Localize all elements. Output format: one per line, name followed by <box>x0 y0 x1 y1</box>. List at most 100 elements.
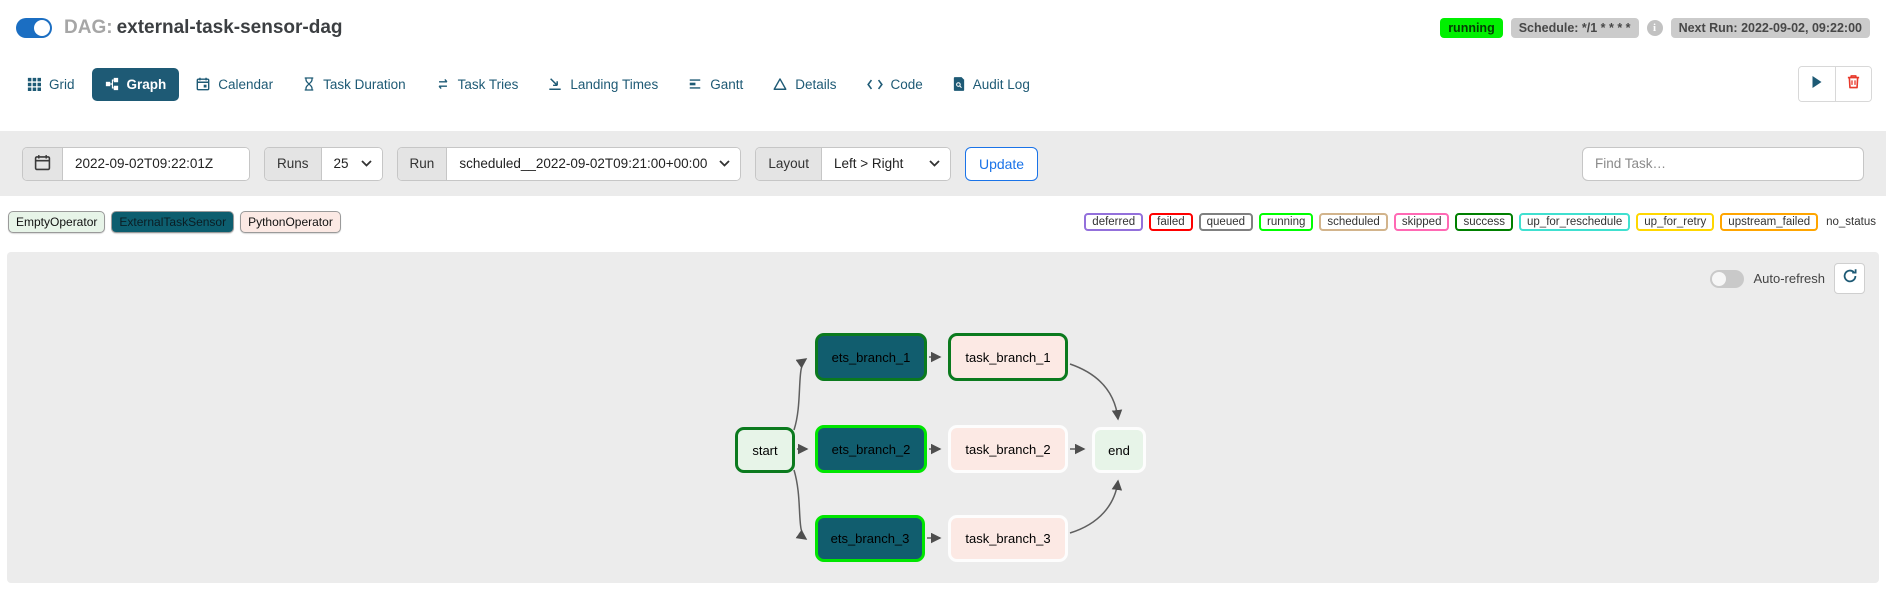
retry-icon <box>436 77 450 91</box>
delete-dag-button[interactable] <box>1835 67 1871 101</box>
tab-details[interactable]: Details <box>760 68 849 101</box>
state-legend: deferred failed queued running scheduled… <box>1084 213 1878 231</box>
tab-gantt[interactable]: Gantt <box>675 68 756 101</box>
state-chip-queued[interactable]: queued <box>1198 213 1254 231</box>
task-node-ets-branch-1[interactable]: ets_branch_1 <box>815 333 927 381</box>
dag-edges <box>793 351 1123 544</box>
view-tabbar: Grid Graph Calendar Task Duration Task T… <box>0 56 1886 112</box>
hourglass-icon <box>303 77 315 91</box>
auto-refresh-controls: Auto-refresh <box>1710 263 1865 294</box>
code-icon <box>866 78 883 91</box>
tab-task-duration[interactable]: Task Duration <box>290 68 419 101</box>
page-title: DAG:external-task-sensor-dag <box>64 17 343 39</box>
legend-row: EmptyOperator ExternalTaskSensor PythonO… <box>0 205 1886 239</box>
refresh-icon <box>1842 268 1858 289</box>
tab-label: Audit Log <box>972 76 1030 92</box>
tab-label: Grid <box>49 76 75 92</box>
edge-start-ets3 <box>793 469 808 540</box>
operator-chip-pythonoperator: PythonOperator <box>240 211 341 233</box>
dag-title-prefix: DAG: <box>64 17 113 38</box>
state-chip-scheduled[interactable]: scheduled <box>1319 213 1388 231</box>
state-chip-failed[interactable]: failed <box>1149 213 1193 231</box>
runs-group: Runs 25 <box>264 146 383 181</box>
tab-label: Details <box>795 76 837 92</box>
state-chip-upstream-failed[interactable]: upstream_failed <box>1720 213 1819 231</box>
tab-landing-times[interactable]: Landing Times <box>535 68 671 101</box>
edge-start-ets1 <box>793 358 808 431</box>
refresh-button[interactable] <box>1834 263 1865 294</box>
dag-action-buttons <box>1798 66 1872 102</box>
tab-label: Task Duration <box>323 76 406 92</box>
trash-icon <box>1846 74 1861 94</box>
tab-label: Gantt <box>710 76 744 92</box>
state-chip-running[interactable]: running <box>1259 213 1314 231</box>
chevron-down-icon <box>929 160 940 167</box>
task-node-ets-branch-2[interactable]: ets_branch_2 <box>815 425 927 473</box>
operator-legend: EmptyOperator ExternalTaskSensor PythonO… <box>8 211 341 233</box>
details-icon <box>773 77 787 91</box>
operator-chip-emptyoperator: EmptyOperator <box>8 211 106 233</box>
trigger-dag-button[interactable] <box>1799 67 1835 101</box>
state-chip-deferred[interactable]: deferred <box>1084 213 1144 231</box>
task-node-task-branch-1[interactable]: task_branch_1 <box>948 333 1068 381</box>
graph-icon <box>105 77 119 91</box>
runs-select[interactable]: 25 <box>321 147 382 180</box>
calendar-icon <box>196 77 210 91</box>
date-picker-button[interactable] <box>23 147 63 180</box>
runs-label: Runs <box>265 147 322 180</box>
tab-task-tries[interactable]: Task Tries <box>423 68 532 101</box>
landing-icon <box>548 77 562 91</box>
auto-refresh-toggle[interactable] <box>1710 269 1745 288</box>
tab-label: Task Tries <box>457 76 519 92</box>
tab-grid[interactable]: Grid <box>14 68 88 101</box>
gantt-icon <box>688 77 702 91</box>
auto-refresh-label: Auto-refresh <box>1753 271 1825 286</box>
toggle-knob <box>1712 271 1727 286</box>
run-selected-value: scheduled__2022-09-02T09:21:00+00:00 <box>459 156 708 171</box>
run-label: Run <box>397 147 448 180</box>
info-icon[interactable]: i <box>1646 20 1663 36</box>
next-run-badge: Next Run: 2022-09-02, 09:22:00 <box>1670 18 1870 38</box>
task-node-start[interactable]: start <box>735 427 795 473</box>
layout-select[interactable]: Left > Right <box>821 147 950 180</box>
operator-chip-externaltasksensor: ExternalTaskSensor <box>111 211 235 233</box>
tab-graph[interactable]: Graph <box>91 67 180 101</box>
edge-task3-end <box>1069 479 1123 534</box>
tab-code[interactable]: Code <box>854 68 936 101</box>
chevron-down-icon <box>719 160 731 167</box>
run-group: Run scheduled__2022-09-02T09:21:00+00:00 <box>396 146 742 181</box>
chevron-down-icon <box>360 160 372 167</box>
state-chip-success[interactable]: success <box>1455 213 1514 231</box>
play-icon <box>1811 75 1823 94</box>
state-chip-skipped[interactable]: skipped <box>1393 213 1450 231</box>
run-select[interactable]: scheduled__2022-09-02T09:21:00+00:00 <box>447 147 741 180</box>
layout-group: Layout Left > Right <box>755 146 951 181</box>
filter-bar: Runs 25 Run scheduled__2022-09-02T09:21:… <box>0 131 1886 196</box>
tab-calendar[interactable]: Calendar <box>183 68 286 101</box>
base-date-group <box>22 146 250 181</box>
task-node-ets-branch-3[interactable]: ets_branch_3 <box>815 515 925 562</box>
task-node-task-branch-2[interactable]: task_branch_2 <box>948 425 1068 473</box>
schedule-badge: Schedule: */1 * * * * <box>1510 18 1639 38</box>
dag-status-badge: running <box>1440 18 1503 38</box>
task-node-end[interactable]: end <box>1092 427 1146 473</box>
base-date-input[interactable] <box>63 147 249 180</box>
runs-selected-value: 25 <box>333 156 349 171</box>
state-chip-no-status: no_status <box>1826 216 1876 228</box>
edge-task1-end <box>1069 363 1123 421</box>
grid-icon <box>27 77 41 91</box>
audit-log-icon <box>953 77 965 91</box>
find-task-input[interactable] <box>1582 146 1864 181</box>
header-badges: running Schedule: */1 * * * * i Next Run… <box>1440 18 1870 38</box>
dag-pause-toggle[interactable] <box>16 18 52 38</box>
layout-selected-value: Left > Right <box>833 156 904 171</box>
tab-label: Code <box>890 76 923 92</box>
state-chip-up-for-reschedule[interactable]: up_for_reschedule <box>1519 213 1631 231</box>
dag-header: DAG:external-task-sensor-dag running Sch… <box>0 0 1886 56</box>
state-chip-up-for-retry[interactable]: up_for_retry <box>1636 213 1715 231</box>
dag-graph-panel: Auto-refresh ets_branch_1 task_branch_1 … <box>7 252 1879 583</box>
tab-audit-log[interactable]: Audit Log <box>940 68 1043 101</box>
update-button[interactable]: Update <box>964 146 1039 181</box>
task-node-task-branch-3[interactable]: task_branch_3 <box>948 515 1068 562</box>
toggle-knob <box>34 20 50 36</box>
